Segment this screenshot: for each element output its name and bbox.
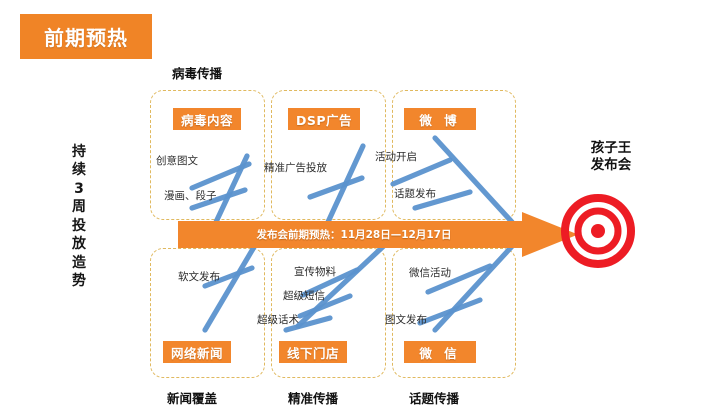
duration-caption: 持 续 3 周 投 放 造 势 xyxy=(62,143,96,291)
chip-top-3[interactable]: 微 博 xyxy=(404,108,476,130)
duration-caption-char-1: 续 xyxy=(72,162,86,179)
rib-label-top-1-b: 漫画、段子 xyxy=(164,190,217,202)
rib-label-bottom-2-a: 宣传物料 xyxy=(294,266,336,278)
chip-top-2-label: DSP广告 xyxy=(295,112,353,128)
chip-bottom-3-label: 微 信 xyxy=(419,345,461,361)
rib-spur-top-3 xyxy=(432,135,515,225)
section-heading-bottom-1: 新闻覆盖 xyxy=(167,391,218,406)
duration-caption-char-2: 3 xyxy=(74,180,84,197)
rib-spur-top-1 xyxy=(213,153,250,225)
chip-top-1[interactable]: 病毒内容 xyxy=(173,108,241,130)
chip-top-2[interactable]: DSP广告 xyxy=(288,108,360,130)
rib-line-top-3-b xyxy=(412,189,473,211)
rib-label-top-1-a: 创意图文 xyxy=(156,155,198,167)
duration-caption-char-5: 放 xyxy=(72,236,86,253)
rib-label-top-2-a: 精准广告投放 xyxy=(264,162,327,174)
goal-label: 孩子王 发布会 xyxy=(590,140,632,174)
rib-line-top-2-a xyxy=(307,175,365,200)
section-heading-top-1: 病毒传播 xyxy=(172,66,223,81)
title-chip-label: 前期预热 xyxy=(44,26,128,50)
rib-line-bottom-3-a xyxy=(425,263,493,295)
rib-spur-bottom-2 xyxy=(295,239,391,329)
rib-label-bottom-3-b: 图文发布 xyxy=(385,314,427,326)
rib-label-bottom-1-a: 软文发布 xyxy=(178,271,220,283)
rib-line-bottom-1-a xyxy=(202,265,255,289)
duration-caption-char-3: 周 xyxy=(72,199,86,216)
duration-caption-char-0: 持 xyxy=(72,144,86,160)
spine-arrow: 发布会前期预热：11月28日—12月17日 xyxy=(178,212,578,265)
group-box-bottom-2 xyxy=(271,248,386,378)
chip-bottom-3[interactable]: 微 信 xyxy=(404,341,476,363)
spine-arrow-label: 发布会前期预热：11月28日—12月17日 xyxy=(256,229,452,241)
duration-caption-char-4: 投 xyxy=(72,217,86,234)
rib-line-bottom-2-c xyxy=(283,315,333,333)
rib-label-bottom-3-a: 微信活动 xyxy=(409,267,451,279)
duration-caption-char-6: 造 xyxy=(72,254,86,271)
group-box-top-3 xyxy=(392,90,516,220)
rib-label-top-3-b: 话题发布 xyxy=(394,188,436,200)
rib-line-top-3-a xyxy=(390,157,453,187)
rib-label-top-3-a: 活动开启 xyxy=(375,151,417,163)
group-box-bottom-1 xyxy=(150,248,265,378)
title-chip: 前期预热 xyxy=(20,14,152,59)
chip-bottom-1-label: 网络新闻 xyxy=(170,345,223,361)
target-icon xyxy=(561,194,635,268)
rib-line-bottom-2-b xyxy=(297,293,353,319)
group-box-bottom-3 xyxy=(392,248,516,378)
rib-label-bottom-2-c: 超级话术 xyxy=(257,314,299,326)
chip-top-3-label: 微 博 xyxy=(419,112,461,128)
group-box-top-1 xyxy=(150,90,265,220)
chip-bottom-2-label: 线下门店 xyxy=(286,345,339,361)
spine-arrow-shape xyxy=(178,212,578,257)
chip-bottom-1[interactable]: 网络新闻 xyxy=(163,341,231,363)
duration-caption-char-7: 势 xyxy=(72,273,86,290)
rib-line-bottom-2-a xyxy=(300,267,360,298)
chip-top-1-label: 病毒内容 xyxy=(180,112,233,128)
rib-spur-bottom-1 xyxy=(202,239,260,333)
section-heading-bottom-3: 话题传播 xyxy=(409,391,460,406)
section-heading-bottom-2: 精准传播 xyxy=(288,391,339,406)
chip-bottom-2[interactable]: 线下门店 xyxy=(279,341,347,363)
rib-spur-bottom-3 xyxy=(432,239,519,333)
rib-line-top-1-b xyxy=(189,187,248,211)
rib-label-bottom-2-b: 超级短信 xyxy=(283,290,325,302)
rib-spur-top-2 xyxy=(325,143,366,225)
